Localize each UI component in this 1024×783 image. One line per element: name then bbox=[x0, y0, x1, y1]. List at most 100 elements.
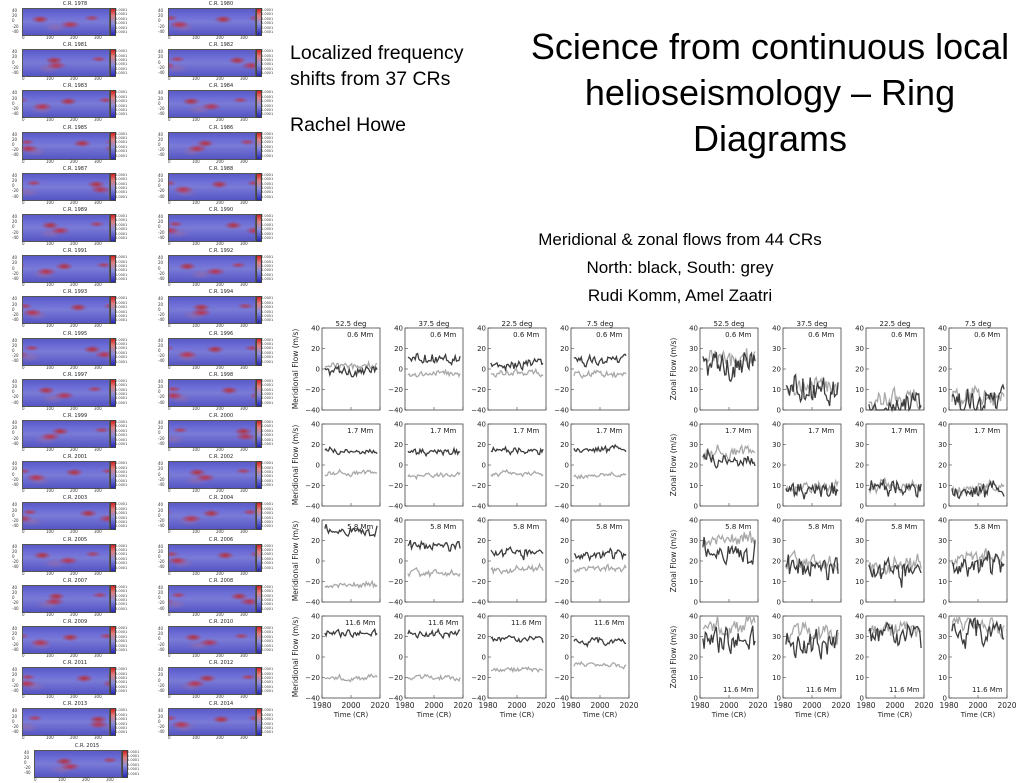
y-tick-label: 40 bbox=[477, 613, 486, 621]
colorbar-tick-label: 0.0001 bbox=[115, 442, 128, 447]
colorbar-tick-label: 0.0001 bbox=[261, 712, 274, 717]
y-tick-label: -40 bbox=[12, 605, 19, 611]
south-series-line bbox=[324, 359, 378, 371]
y-tick-label: -20 bbox=[158, 682, 165, 688]
x-tick-label: 200 bbox=[70, 199, 78, 205]
x-tick-label: 1980 bbox=[939, 701, 958, 710]
colorbar-tick-label: 0.0001 bbox=[115, 378, 128, 383]
frequency-shift-map bbox=[168, 543, 256, 572]
colorbar-tick-label: 0.0001 bbox=[115, 584, 128, 589]
colorbar-tick-label: 0.0001 bbox=[115, 231, 128, 236]
y-tick-label: 0 bbox=[12, 430, 15, 436]
x-tick-label: 200 bbox=[216, 35, 224, 40]
y-tick-label: -40 bbox=[12, 193, 19, 199]
y-tick-label: 0 bbox=[316, 462, 320, 470]
y-tick-label: 0 bbox=[565, 558, 569, 566]
colorbar-tick-label: 0.0001 bbox=[261, 643, 274, 648]
y-tick-label: 20 bbox=[12, 713, 18, 719]
frequency-shift-map bbox=[22, 708, 110, 737]
colorbar-tick-label: 0.0001 bbox=[261, 671, 274, 676]
y-tick-label: -40 bbox=[158, 523, 165, 529]
colorbar-tick-label: 0.0001 bbox=[261, 630, 274, 635]
colorbar-tick-label: 0.0001 bbox=[261, 543, 274, 548]
colorbar-tick-label: 0.0001 bbox=[115, 392, 128, 397]
y-tick-label: −20 bbox=[471, 386, 486, 394]
panel-frame bbox=[570, 615, 630, 699]
y-tick-label: 0 bbox=[158, 18, 161, 24]
cr-thumbnail-title: C.R. 1998 bbox=[208, 371, 234, 378]
colorbar-tick-label: 0.0001 bbox=[261, 483, 274, 488]
y-tick-label: 0 bbox=[399, 558, 403, 566]
x-tick-label: 0 bbox=[168, 653, 171, 658]
colorbar-tick-label: 0.0001 bbox=[261, 236, 274, 241]
y-tick-label: 40 bbox=[12, 296, 18, 302]
x-tick-label: 2000 bbox=[885, 701, 904, 710]
y-tick-label: 10 bbox=[938, 674, 947, 682]
x-tick-label: 2000 bbox=[968, 701, 987, 710]
x-axis-label: Time (CR) bbox=[333, 711, 369, 719]
y-tick-label: 0 bbox=[12, 348, 15, 353]
y-tick-label: -40 bbox=[158, 70, 165, 75]
colorbar bbox=[256, 420, 262, 448]
y-tick-label: 10 bbox=[855, 578, 864, 586]
left-caption-title: Localized frequency shifts from 37 CRs bbox=[290, 42, 464, 90]
north-series-line bbox=[702, 351, 756, 383]
y-tick-label: -20 bbox=[12, 23, 19, 29]
colorbar-tick-label: 0.0001 bbox=[261, 355, 274, 360]
y-tick-label: 40 bbox=[12, 708, 18, 714]
frequency-shift-map bbox=[22, 584, 110, 613]
y-tick-label: 20 bbox=[12, 136, 18, 142]
colorbar-tick-label: 0.0001 bbox=[115, 227, 128, 232]
x-tick-label: 100 bbox=[46, 282, 54, 288]
y-tick-label: 20 bbox=[12, 466, 18, 472]
y-axis-label: Zonal Flow (m/s) bbox=[669, 626, 678, 689]
x-tick-label: 100 bbox=[46, 323, 54, 329]
colorbar-tick-label: 0.0001 bbox=[261, 342, 274, 346]
colorbar-tick-label: 0.0001 bbox=[115, 136, 128, 140]
x-tick-label: 200 bbox=[216, 158, 224, 164]
y-tick-label: 20 bbox=[158, 342, 164, 348]
colorbar-tick-label: 0.0001 bbox=[261, 318, 274, 323]
y-tick-label: -20 bbox=[12, 600, 19, 606]
colorbar-tick-label: 0.0001 bbox=[261, 112, 274, 117]
x-tick-label: 0 bbox=[168, 488, 171, 494]
y-tick-label: -20 bbox=[12, 559, 19, 565]
colorbar-tick-label: 0.0001 bbox=[261, 721, 274, 726]
y-tick-label: 40 bbox=[12, 8, 18, 13]
colorbar-tick-label: 0.0001 bbox=[261, 680, 274, 685]
colorbar-tick-label: 0.0001 bbox=[115, 543, 128, 548]
colorbar-tick-label: 0.0001 bbox=[261, 25, 274, 30]
colorbar bbox=[256, 296, 262, 325]
y-tick-label: 40 bbox=[12, 337, 18, 343]
x-tick-label: 100 bbox=[46, 76, 54, 82]
x-tick-label: 300 bbox=[240, 76, 248, 82]
colorbar-tick-label: 0.0001 bbox=[115, 103, 128, 108]
colorbar-tick-label: 0.0001 bbox=[115, 222, 128, 227]
y-tick-label: 0 bbox=[158, 183, 161, 189]
x-tick-label: 100 bbox=[46, 735, 54, 741]
colorbar bbox=[256, 378, 262, 407]
x-tick-label: 100 bbox=[46, 405, 54, 411]
south-series-line bbox=[490, 666, 544, 674]
colorbar-tick-label: 0.0001 bbox=[115, 94, 128, 99]
x-tick-label: 0 bbox=[22, 611, 25, 617]
x-tick-label: 100 bbox=[46, 447, 54, 452]
y-tick-label: −40 bbox=[554, 695, 569, 703]
